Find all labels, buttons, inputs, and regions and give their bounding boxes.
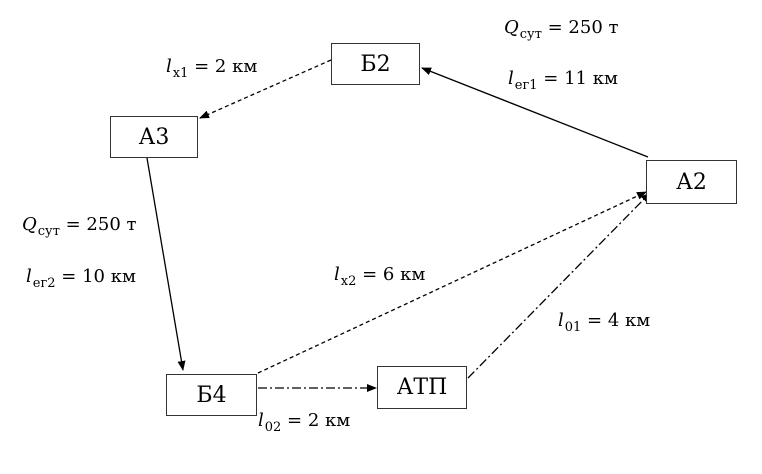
label-leg1: lег1 = 11 км	[508, 68, 618, 93]
edge-a2-b2-loaded	[421, 67, 649, 158]
label-q-daily-1: Qсут = 250 т	[504, 17, 619, 42]
edge-b4-a2-empty	[257, 191, 647, 374]
node-b4: Б4	[166, 374, 257, 416]
edge-b2-a3-empty	[199, 59, 332, 119]
label-lx1: lх1 = 2 км	[166, 56, 258, 81]
label-q-daily-2: Qсут = 250 т	[22, 214, 137, 239]
edge-atp-a2-zero	[467, 192, 651, 379]
label-l01: l01 = 4 км	[558, 310, 651, 335]
node-b2: Б2	[331, 43, 420, 85]
label-leg2: lег2 = 10 км	[26, 266, 136, 291]
label-lx2: lх2 = 6 км	[334, 264, 426, 289]
edge-a3-b4-loaded	[146, 157, 186, 371]
node-a3: А3	[110, 116, 198, 158]
node-atp: АТП	[377, 366, 467, 409]
label-l02: l02 = 2 км	[258, 410, 351, 435]
node-a2: А2	[646, 160, 737, 204]
